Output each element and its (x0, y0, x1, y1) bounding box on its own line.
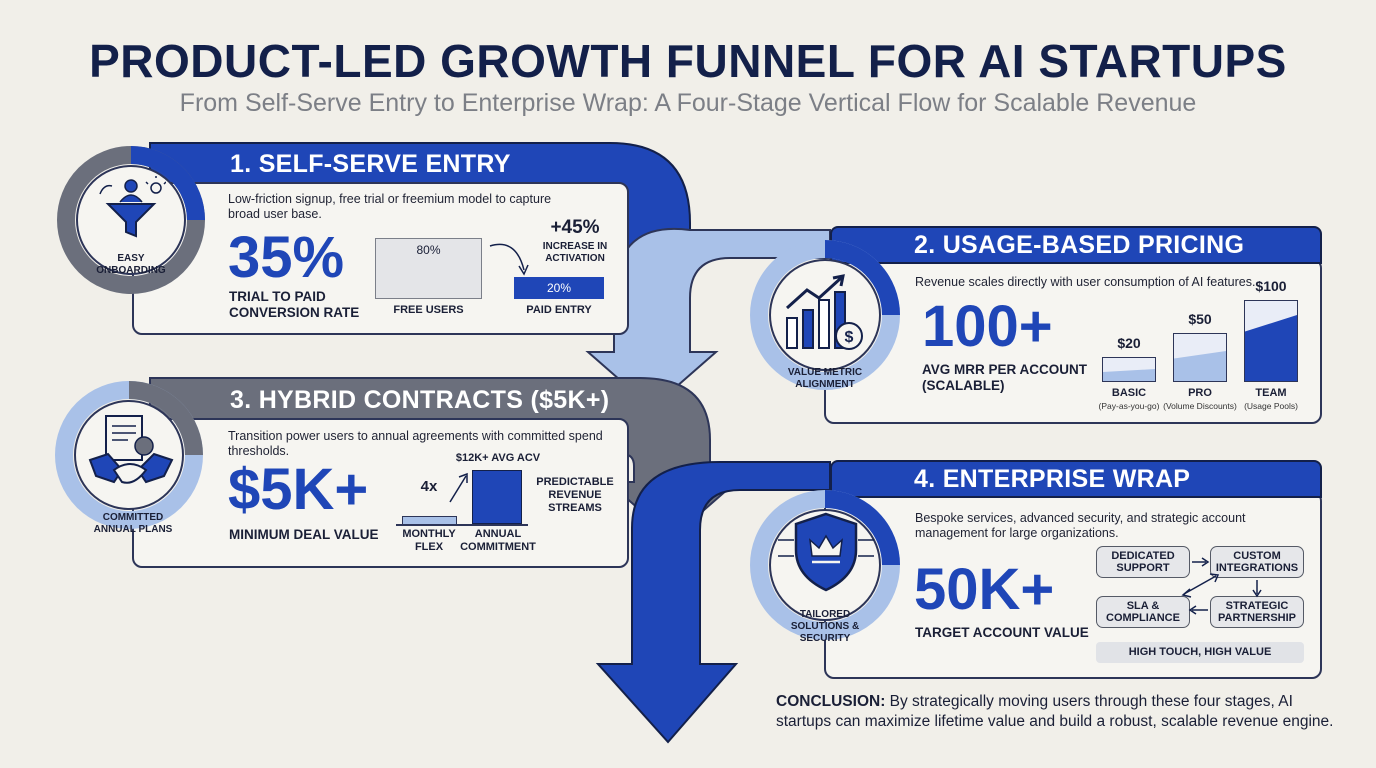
stage1-metric: 35% (228, 225, 345, 290)
stage4-metric-label: TARGET ACCOUNT VALUE (915, 625, 1089, 640)
free-users-label: FREE USERS (393, 304, 464, 316)
stage2-header-bar (830, 226, 1322, 264)
dedicated-support-box: DEDICATED SUPPORT (1096, 546, 1190, 578)
conclusion-text: By strategically moving users through th… (776, 693, 1334, 730)
shield-crown-icon (778, 512, 874, 592)
tier-name-basic: BASIC (1111, 387, 1147, 399)
paid-entry-bar (514, 277, 604, 299)
custom-integrations-box: CUSTOM INTEGRATIONS (1210, 546, 1304, 578)
stage1-metric-label: TRIAL TO PAID CONVERSION RATE (229, 289, 360, 320)
tier-bar-fill (1174, 351, 1226, 381)
stage3-card (132, 418, 629, 568)
paid-entry-label: PAID ENTRY (526, 304, 592, 316)
stage3-header: 3. HYBRID CONTRACTS ($5K+) (230, 386, 610, 414)
stage2-metric-label: AVG MRR PER ACCOUNT (SCALABLE) (922, 362, 1087, 393)
flow-arrow-2 (585, 227, 831, 410)
tier-price-team: $100 (1255, 278, 1287, 294)
stage4-header: 4. ENTERPRISE WRAP (914, 465, 1191, 493)
tier-note-basic: (Pay-as-you-go) (1098, 401, 1160, 411)
free-users-bar (375, 238, 482, 299)
stage4-description: Bespoke services, advanced security, and… (915, 511, 1246, 540)
sla-compliance-box: SLA & COMPLIANCE (1096, 596, 1190, 628)
page-title: PRODUCT-LED GROWTH FUNNEL FOR AI STARTUP… (89, 35, 1287, 87)
chart-baseline (396, 524, 528, 526)
stage1-circle-label: EASY ONBOARDING (96, 253, 166, 276)
stage1-header: 1. SELF-SERVE ENTRY (230, 150, 511, 178)
tier-price-basic: $20 (1117, 335, 1141, 351)
high-touch-badge: HIGH TOUCH, HIGH VALUE (1096, 642, 1304, 663)
predictable-label: PREDICTABLE REVENUE STREAMS (536, 476, 614, 514)
funnel-people-icon (99, 176, 166, 238)
tier-bar-pro (1173, 333, 1227, 382)
activation-arrow-icon (489, 243, 529, 276)
free-users-value: 80% (416, 243, 441, 257)
stage4-metric: 50K+ (914, 557, 1055, 622)
annual-bar (472, 470, 522, 524)
stage3-description: Transition power users to annual agreeme… (228, 429, 603, 458)
tier-bar-basic (1102, 357, 1156, 382)
monthly-bar (402, 516, 457, 526)
flow-arrow-4 (595, 461, 831, 744)
stage4-circle-label: TAILORED SOLUTIONS & SECURITY (790, 609, 860, 644)
page-subtitle: From Self-Serve Entry to Enterprise Wrap… (179, 89, 1197, 117)
growth-arrow-icon (449, 472, 468, 503)
tier-name-pro: PRO (1188, 387, 1212, 399)
acv-label: $12K+ AVG ACV (455, 452, 541, 464)
conclusion-lead: CONCLUSION: (776, 693, 886, 710)
paid-entry-value: 20% (546, 281, 572, 295)
stage3-metric: $5K+ (228, 457, 369, 522)
tier-bar-fill (1103, 369, 1155, 381)
tier-bar-team (1244, 300, 1298, 382)
activation-increase: +45% (550, 217, 600, 238)
stage3-metric-label: MINIMUM DEAL VALUE (229, 527, 379, 542)
tier-note-team: (Usage Pools) (1244, 401, 1298, 411)
strategic-partnership-box: STRATEGIC PARTNERSHIP (1210, 596, 1304, 628)
annual-label: ANNUAL COMMITMENT (460, 528, 536, 553)
stage3-circle (55, 381, 203, 529)
stage2-circle-label: VALUE METRIC ALIGNMENT (787, 367, 863, 390)
growth-chart-icon: $ (785, 274, 863, 350)
stage1-description: Low-friction signup, free trial or freem… (228, 192, 552, 221)
multiplier: 4x (420, 478, 438, 495)
stage2-description: Revenue scales directly with user consum… (915, 275, 1256, 289)
stage2-metric: 100+ (922, 294, 1053, 359)
stage2-header: 2. USAGE-BASED PRICING (914, 231, 1245, 259)
stage3-circle-label: COMMITTED ANNUAL PLANS (93, 512, 173, 535)
tier-price-pro: $50 (1188, 311, 1212, 327)
tier-name-team: TEAM (1255, 387, 1287, 399)
svg-text:$: $ (845, 329, 854, 346)
stage4-header-bar (830, 460, 1322, 498)
tier-bar-fill (1245, 315, 1297, 381)
tier-note-pro: (Volume Discounts) (1163, 401, 1237, 411)
cycle-arrows (1181, 557, 1262, 615)
activation-increase-label: INCREASE IN ACTIVATION (542, 241, 608, 264)
monthly-label: MONTHLY FLEX (402, 528, 456, 553)
conclusion: CONCLUSION: By strategically moving user… (776, 692, 1336, 732)
handshake-contract-icon (88, 415, 174, 484)
